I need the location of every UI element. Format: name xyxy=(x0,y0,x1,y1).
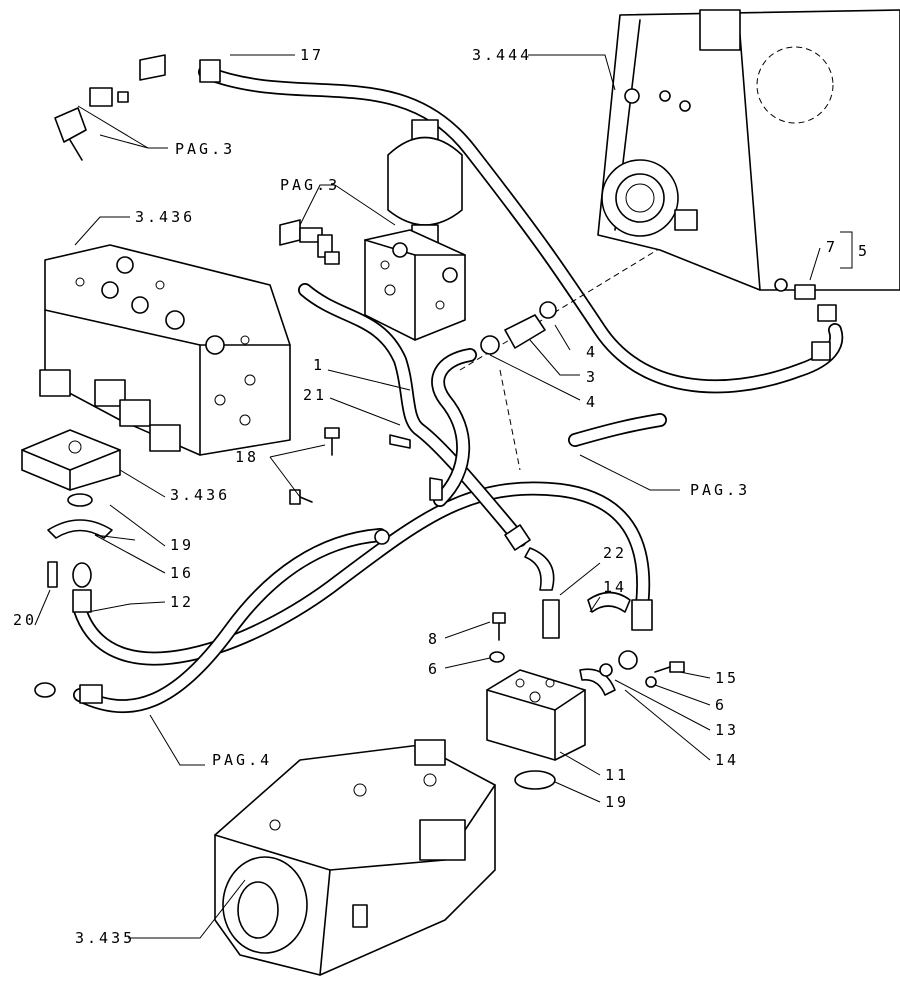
label-pag3-accumulator: PAG.3 xyxy=(280,176,340,194)
label-6-left: 6 xyxy=(428,660,440,678)
label-18: 18 xyxy=(235,448,259,466)
clamps-13-14 xyxy=(579,591,631,696)
label-5: 5 xyxy=(858,242,870,260)
label-7: 7 xyxy=(826,238,838,256)
leader-lines xyxy=(34,54,853,939)
label-3436-top: 3.436 xyxy=(135,208,195,226)
label-6-right: 6 xyxy=(715,696,727,714)
label-3436-bottom: 3.436 xyxy=(170,486,230,504)
accumulator xyxy=(364,119,466,341)
label-pag4: PAG.4 xyxy=(212,751,272,769)
bolts-18 xyxy=(289,427,443,505)
label-20: 20 xyxy=(13,611,37,629)
label-3: 3 xyxy=(586,368,598,386)
tee-fitting xyxy=(279,219,340,265)
bolts-8-15 xyxy=(489,612,685,688)
hose-17 xyxy=(198,65,844,394)
label-3435: 3.435 xyxy=(75,929,135,947)
label-14-upper: 14 xyxy=(603,578,627,596)
label-19-left: 19 xyxy=(170,536,194,554)
label-21: 21 xyxy=(303,386,327,404)
label-4-upper: 4 xyxy=(586,343,598,361)
label-1: 1 xyxy=(313,356,325,374)
label-pag3-top-left: PAG.3 xyxy=(175,140,235,158)
hose-3 xyxy=(480,301,557,355)
hose-pag4 xyxy=(73,528,387,714)
hose-end-fittings xyxy=(34,561,103,704)
label-11: 11 xyxy=(605,766,629,784)
hose-21 xyxy=(298,283,527,547)
callout-labels: 17 3.444 PAG.3 PAG.3 3.436 5 7 4 3 4 1 2… xyxy=(13,46,870,947)
clamp-16 xyxy=(47,493,390,545)
label-4-lower: 4 xyxy=(586,393,598,411)
valve-plate xyxy=(21,429,121,491)
pipe-1 xyxy=(431,348,477,507)
label-14-lower: 14 xyxy=(715,751,739,769)
flange-block-11 xyxy=(486,669,586,790)
label-17: 17 xyxy=(300,46,324,64)
label-12: 12 xyxy=(170,593,194,611)
hydraulic-tank xyxy=(597,9,900,291)
label-22: 22 xyxy=(603,544,627,562)
label-13: 13 xyxy=(715,721,739,739)
hose-12 xyxy=(73,481,651,666)
label-8: 8 xyxy=(428,630,440,648)
control-valve xyxy=(39,244,291,456)
elbow-fittings xyxy=(54,54,221,161)
pipe-pag3-right xyxy=(568,413,667,447)
label-3444: 3.444 xyxy=(472,46,532,64)
tank-fittings xyxy=(774,278,837,361)
label-15: 15 xyxy=(715,669,739,687)
label-pag3-right: PAG.3 xyxy=(690,481,750,499)
elbow-22 xyxy=(504,524,653,670)
label-16: 16 xyxy=(170,564,194,582)
label-19-right: 19 xyxy=(605,793,629,811)
hydraulic-pump xyxy=(214,739,496,976)
